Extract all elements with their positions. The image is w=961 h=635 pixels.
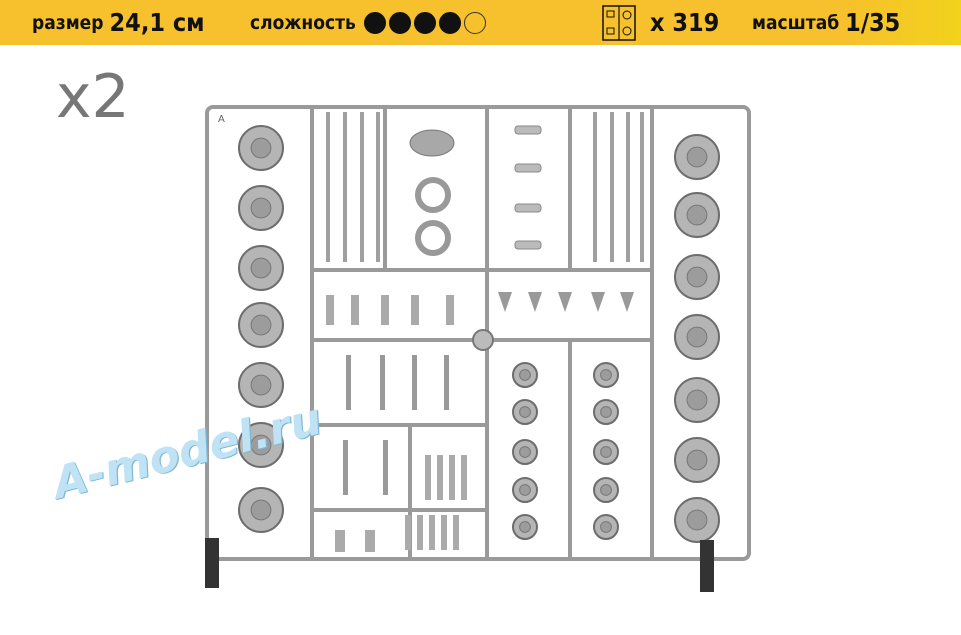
wheel-hub [519, 446, 531, 458]
rod-part [417, 515, 423, 550]
wheel-hub [250, 374, 272, 396]
rod-part [441, 515, 447, 550]
rod-part [449, 455, 455, 500]
track-link-rod [610, 112, 614, 262]
lever-part [346, 355, 351, 410]
lever-part [380, 355, 385, 410]
lever-part [412, 355, 417, 410]
wheel-hub [600, 484, 612, 496]
rating-dot-empty [463, 11, 486, 34]
wheels-group [238, 125, 720, 543]
rod-part [437, 455, 443, 500]
wheel-hub [250, 314, 272, 336]
small-part [514, 240, 542, 250]
small-part [514, 163, 542, 173]
scale-label: масштаб [752, 11, 840, 34]
wheel-hub [519, 521, 531, 533]
small-part [446, 295, 454, 325]
size-value: 24,1 см [109, 8, 205, 37]
ring-part [415, 177, 451, 213]
sprue-letter: A [218, 114, 225, 125]
sprue-icon [602, 4, 636, 41]
cone-part [498, 292, 512, 312]
wheel-hub [519, 406, 531, 418]
size-label: размер [32, 11, 104, 34]
wheel-hub [519, 484, 531, 496]
track-link-rod [360, 112, 364, 262]
rod-part [429, 515, 435, 550]
size-info: размер 24,1 см [32, 0, 205, 45]
track-link-rod [326, 112, 330, 262]
wheel-hub [686, 389, 708, 411]
rod-part [461, 455, 467, 500]
wheel-hub [250, 197, 272, 219]
wheel-hub [250, 434, 272, 456]
wheel-hub [686, 509, 708, 531]
wheel-hub [686, 449, 708, 471]
wheel-hub [250, 257, 272, 279]
header-bar: размер 24,1 см сложность x 319 масштаб 1… [0, 0, 961, 45]
clip-part [365, 530, 375, 552]
quantity-multiplier: x2 [56, 62, 130, 132]
wheel-hub [250, 499, 272, 521]
rating-dot-filled [438, 11, 461, 34]
clip-part [335, 530, 345, 552]
difficulty-label: сложность [250, 11, 356, 34]
rod-part [405, 515, 411, 550]
wheel-hub [600, 446, 612, 458]
wheel-hub [519, 369, 531, 381]
scale-info: масштаб 1/35 [752, 0, 900, 45]
cone-part [528, 292, 542, 312]
parts-info: x 319 [602, 0, 719, 45]
small-part [514, 203, 542, 213]
rod-part [425, 455, 431, 500]
ring-part [415, 220, 451, 256]
small-part [411, 295, 419, 325]
wheel-hub [686, 326, 708, 348]
wheel-hub [250, 137, 272, 159]
small-part [326, 295, 334, 325]
rating-dot-filled [363, 11, 386, 34]
wheel-hub [600, 406, 612, 418]
turret-part [409, 129, 455, 157]
track-link-rod [593, 112, 597, 262]
cone-part [591, 292, 605, 312]
lever-part [444, 355, 449, 410]
wheel-hub [686, 146, 708, 168]
wheel-hub [600, 521, 612, 533]
small-part [381, 295, 389, 325]
track-link-rod [640, 112, 644, 262]
wheel-hub [600, 369, 612, 381]
rating-dot-filled [413, 11, 436, 34]
small-part [351, 295, 359, 325]
difficulty-rating [363, 11, 486, 34]
parts-group [326, 112, 644, 552]
track-link-rod [343, 112, 347, 262]
difficulty-info: сложность [250, 0, 486, 45]
sprue-hub [472, 329, 494, 351]
track-link-rod [376, 112, 380, 262]
rod-part [453, 515, 459, 550]
cone-part [620, 292, 634, 312]
wheel-hub [686, 266, 708, 288]
cone-part [558, 292, 572, 312]
track-link-rod [626, 112, 630, 262]
wheel-hub [686, 204, 708, 226]
rating-dot-filled [388, 11, 411, 34]
lever-part [343, 440, 348, 495]
small-part [514, 125, 542, 135]
scale-value: 1/35 [845, 8, 901, 37]
parts-count: x 319 [650, 8, 720, 37]
stand-clips [205, 538, 714, 592]
lever-part [383, 440, 388, 495]
